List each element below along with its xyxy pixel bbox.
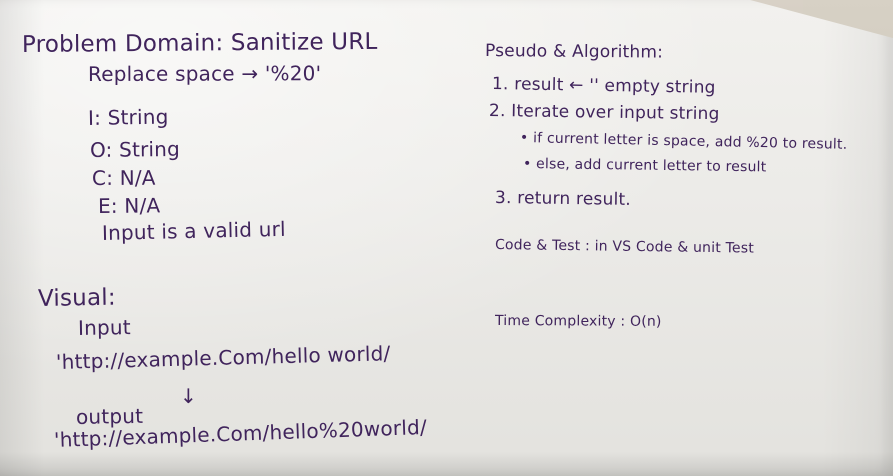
input-type-note: I: String bbox=[87, 104, 169, 130]
constraints-note: C: N/A bbox=[91, 165, 156, 190]
problem-domain-heading: Problem Domain: Sanitize URL bbox=[21, 28, 378, 58]
code-test-note: Code & Test : in VS Code & unit Test bbox=[494, 237, 755, 257]
edge-cases-note: E: N/A bbox=[97, 193, 161, 218]
input-label: Input bbox=[77, 315, 131, 340]
down-arrow: ↓ bbox=[180, 384, 197, 408]
pseudo-step-2-else: • else, add current letter to result bbox=[522, 156, 767, 176]
pseudo-heading: Pseudo & Algorithm: bbox=[484, 41, 664, 63]
replace-space-note: Replace space → '%20' bbox=[87, 61, 322, 86]
visual-heading: Visual: bbox=[37, 284, 117, 312]
time-complexity-note: Time Complexity : O(n) bbox=[494, 313, 662, 330]
valid-url-note: Input is a valid url bbox=[101, 216, 287, 245]
output-type-note: O: String bbox=[89, 136, 181, 162]
pseudo-step-1: 1. result ← '' empty string bbox=[491, 74, 716, 98]
output-label: output bbox=[75, 403, 144, 429]
bottom-shadow bbox=[0, 452, 893, 476]
pseudo-step-2: 2. Iterate over input string bbox=[488, 101, 720, 125]
pseudo-step-3: 3. return result. bbox=[494, 188, 632, 210]
